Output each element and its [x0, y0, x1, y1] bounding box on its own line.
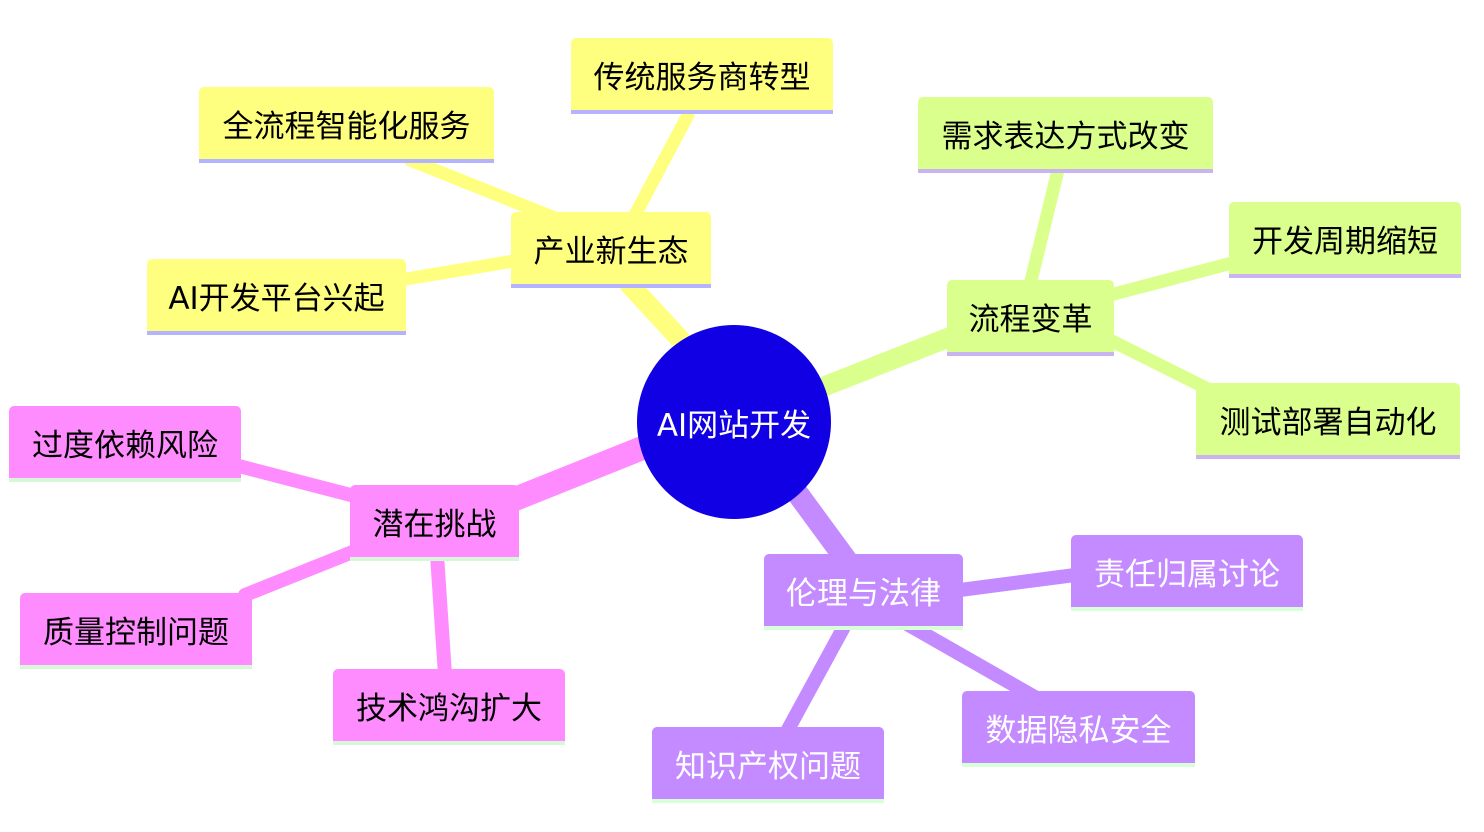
edge-process-cycle	[1103, 256, 1239, 302]
branch-industry-ecosystem[interactable]: 产业新生态	[511, 212, 711, 288]
edge-industry-platform	[393, 253, 527, 287]
leaf-ai-dev-platform-rise[interactable]: AI开发平台兴起	[147, 259, 406, 335]
leaf-test-deploy-automation[interactable]: 测试部署自动化	[1196, 383, 1460, 459]
edge-root-challenges	[488, 433, 662, 517]
branch-ethics-law[interactable]: 伦理与法律	[764, 554, 963, 630]
leaf-tech-gap-widening[interactable]: 技术鸿沟扩大	[333, 669, 565, 745]
leaf-data-privacy-security[interactable]: 数据隐私安全	[962, 691, 1195, 767]
leaf-full-process-intelligent-service[interactable]: 全流程智能化服务	[199, 87, 494, 163]
edge-process-demand	[1023, 163, 1065, 292]
edge-ethics-ip	[778, 618, 852, 742]
leaf-dev-cycle-shorten[interactable]: 开发周期缩短	[1229, 202, 1461, 278]
edge-root-industry	[620, 275, 700, 360]
edge-ethics-privacy	[893, 613, 1047, 707]
leaf-quality-control-issue[interactable]: 质量控制问题	[20, 593, 252, 669]
edge-root-process	[805, 325, 965, 400]
branch-potential-challenges[interactable]: 潜在挑战	[350, 485, 519, 561]
edge-industry-transform	[628, 108, 695, 222]
leaf-intellectual-property[interactable]: 知识产权问题	[652, 727, 884, 803]
edge-challenges-dependency	[228, 458, 377, 507]
edge-industry-fullflow	[403, 153, 567, 227]
edge-root-ethics	[784, 479, 861, 576]
leaf-demand-expression-change[interactable]: 需求表达方式改变	[918, 97, 1213, 173]
edge-challenges-quality	[238, 538, 377, 602]
leaf-traditional-provider-transform[interactable]: 传统服务商转型	[571, 38, 833, 114]
edge-challenges-gap	[430, 548, 452, 682]
leaf-responsibility-discussion[interactable]: 责任归属讨论	[1071, 535, 1303, 611]
root-node-ai-web-dev[interactable]: AI网站开发	[637, 325, 831, 519]
branch-process-change[interactable]: 流程变革	[947, 280, 1114, 356]
leaf-over-dependency-risk[interactable]: 过度依赖风险	[9, 406, 241, 482]
edge-ethics-responsibility	[953, 568, 1082, 597]
